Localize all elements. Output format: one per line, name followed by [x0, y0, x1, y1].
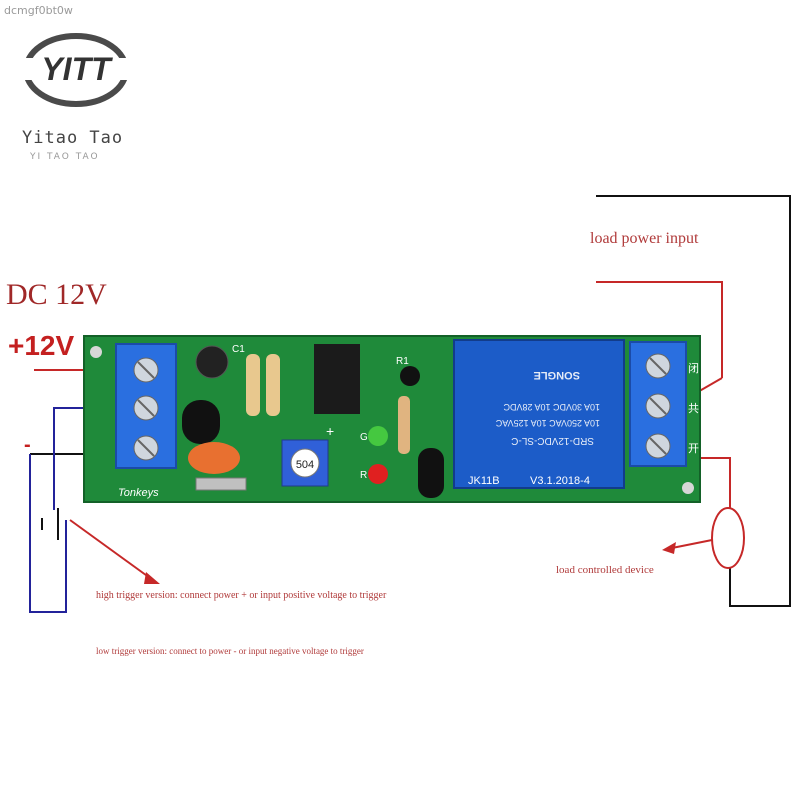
- terminal-label-com: 共: [688, 402, 699, 415]
- load-device-symbol: [711, 507, 745, 569]
- electrolytic-capacitor: [195, 345, 229, 379]
- load-power-wire-outer: [596, 195, 791, 607]
- potentiometer-knob: [290, 448, 320, 478]
- relay-rating-text: 10A 30VDC 10A 28VDC: [503, 402, 600, 412]
- ceramic-capacitor: [188, 442, 240, 474]
- load-device-label: load controlled device: [556, 564, 654, 576]
- terminal-label-no: 开: [688, 442, 699, 455]
- diode: [195, 477, 247, 491]
- silk-plus: +: [326, 423, 334, 439]
- supply-voltage-label: DC 12V: [6, 278, 107, 311]
- ic-chip: [314, 344, 360, 414]
- watermark-text: dcmgf0bt0w: [4, 4, 73, 17]
- load-device-arrow: [671, 539, 713, 549]
- silk-g: G: [360, 432, 368, 443]
- mount-hole: [90, 346, 102, 358]
- brand-logo-text: YITT: [41, 51, 113, 87]
- brand-subtitle: YI TAO TAO: [30, 152, 100, 162]
- low-trigger-note: low trigger version: connect to power - …: [96, 646, 364, 656]
- negative-label: -: [24, 434, 31, 456]
- trigger-wire-left: [29, 454, 67, 613]
- relay-model-text: SRD-12VDC-SL-C: [511, 435, 594, 446]
- silk-r: R: [360, 470, 367, 481]
- board-version-print: V3.1.2018-4: [530, 475, 590, 487]
- brand-name: Yitao Tao: [22, 128, 124, 148]
- transistor: [182, 400, 220, 444]
- high-trigger-note: high trigger version: connect power + or…: [96, 590, 387, 601]
- transistor: [400, 366, 420, 386]
- board-brand-print: Tonkeys: [118, 487, 159, 499]
- resistor: [266, 354, 280, 416]
- brand-logo: YITT: [20, 33, 132, 107]
- relay: [453, 339, 625, 489]
- load-power-label: load power input: [590, 230, 699, 247]
- load-power-wire-red: [596, 281, 723, 378]
- led-red: [368, 464, 388, 484]
- silk-r1: R1: [396, 356, 409, 367]
- relay-brand-text: SONGLE: [534, 369, 580, 381]
- trigger-note-arrow: [69, 519, 151, 579]
- potentiometer-label: 504: [296, 459, 314, 471]
- led-green: [368, 426, 388, 446]
- silk-c1: C1: [232, 344, 245, 355]
- transistor: [418, 448, 444, 498]
- board-model-print: JK11B: [468, 475, 500, 487]
- positive-label: +12V: [8, 330, 75, 361]
- relay-rating-text: 10A 250VAC 10A 125VAC: [495, 418, 600, 428]
- terminal-label-nc: 闭: [688, 362, 699, 375]
- resistor: [246, 354, 260, 416]
- resistor: [398, 396, 410, 454]
- mount-hole: [682, 482, 694, 494]
